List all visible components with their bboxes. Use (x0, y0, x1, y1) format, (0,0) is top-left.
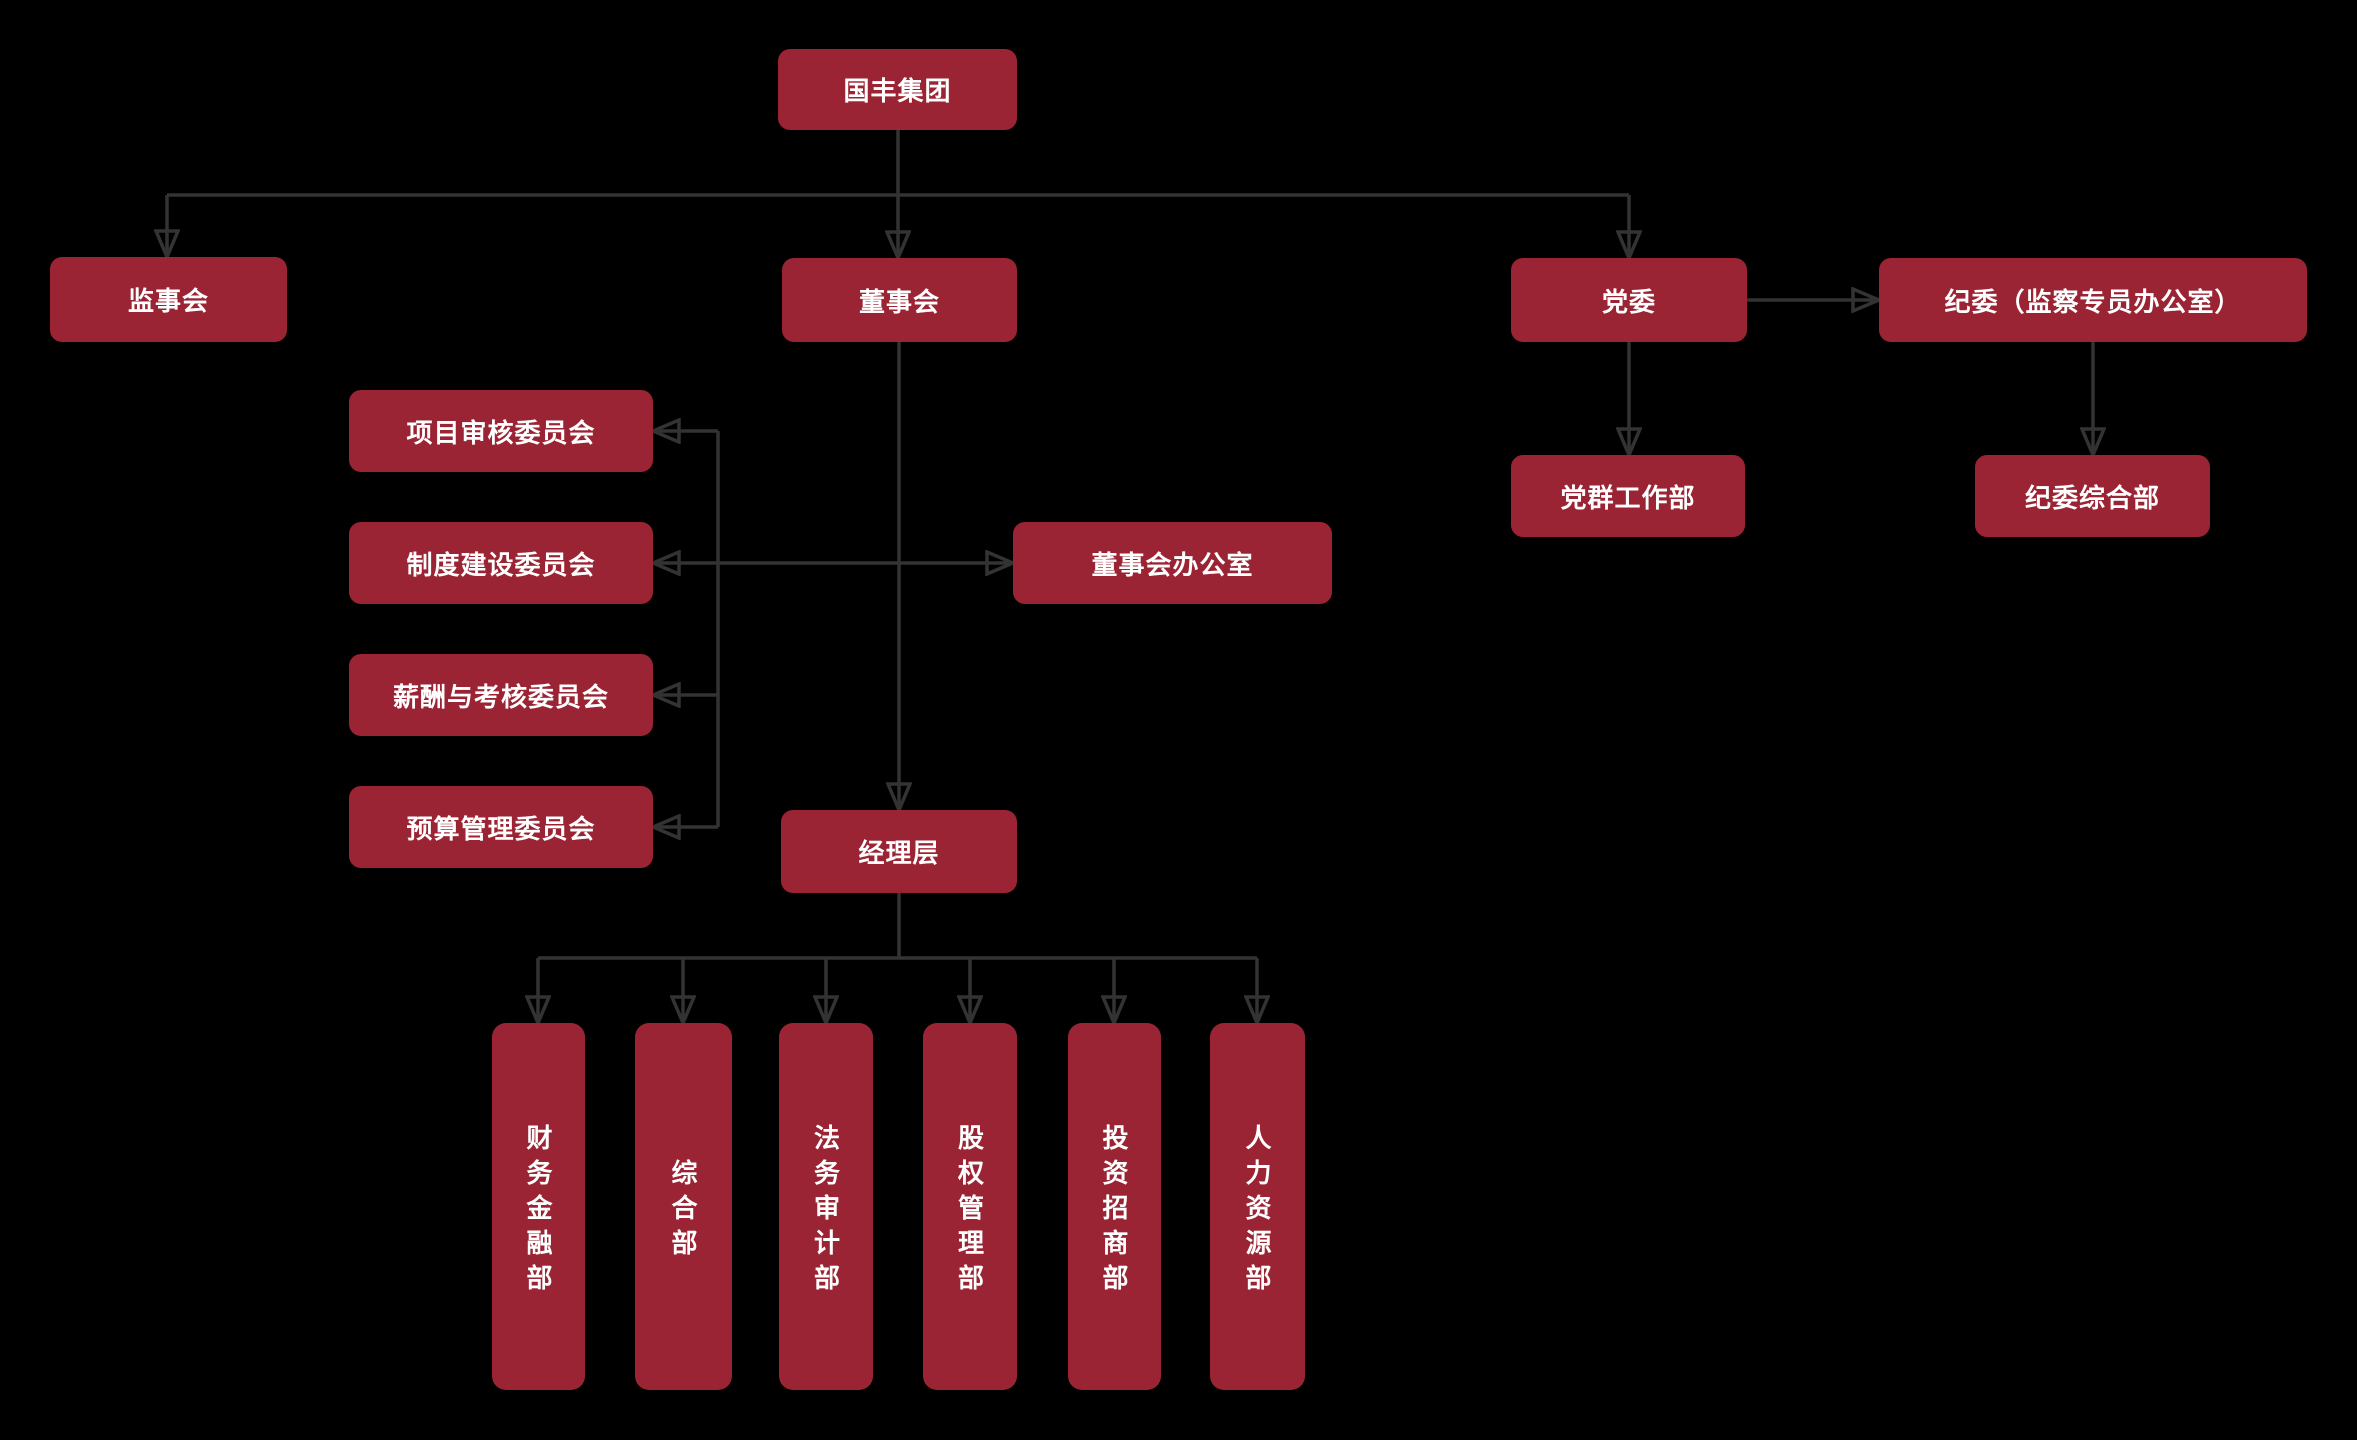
node-group: 国丰集团 (778, 49, 1017, 130)
node-dept-human-resources: 人力资源部 (1210, 1023, 1305, 1390)
node-management-level: 经理层 (781, 810, 1017, 893)
node-supervisory-board: 监事会 (50, 257, 287, 342)
node-system-construction-committee: 制度建设委员会 (349, 522, 653, 604)
node-budget-management-committee: 预算管理委员会 (349, 786, 653, 868)
node-discipline-general-dept: 纪委综合部 (1975, 455, 2210, 537)
node-party-mass-work-dept: 党群工作部 (1511, 455, 1745, 537)
node-board-office: 董事会办公室 (1013, 522, 1332, 604)
node-dept-general: 综合部 (635, 1023, 732, 1390)
node-project-review-committee: 项目审核委员会 (349, 390, 653, 472)
node-compensation-assessment-committee: 薪酬与考核委员会 (349, 654, 653, 736)
node-dept-equity-management: 股权管理部 (923, 1023, 1017, 1390)
node-board-of-directors: 董事会 (782, 258, 1017, 342)
node-dept-investment: 投资招商部 (1068, 1023, 1161, 1390)
node-party-committee: 党委 (1511, 258, 1747, 342)
node-dept-legal-audit: 法务审计部 (779, 1023, 873, 1390)
node-dept-finance: 财务金融部 (492, 1023, 585, 1390)
node-discipline-committee: 纪委（监察专员办公室） (1879, 258, 2307, 342)
